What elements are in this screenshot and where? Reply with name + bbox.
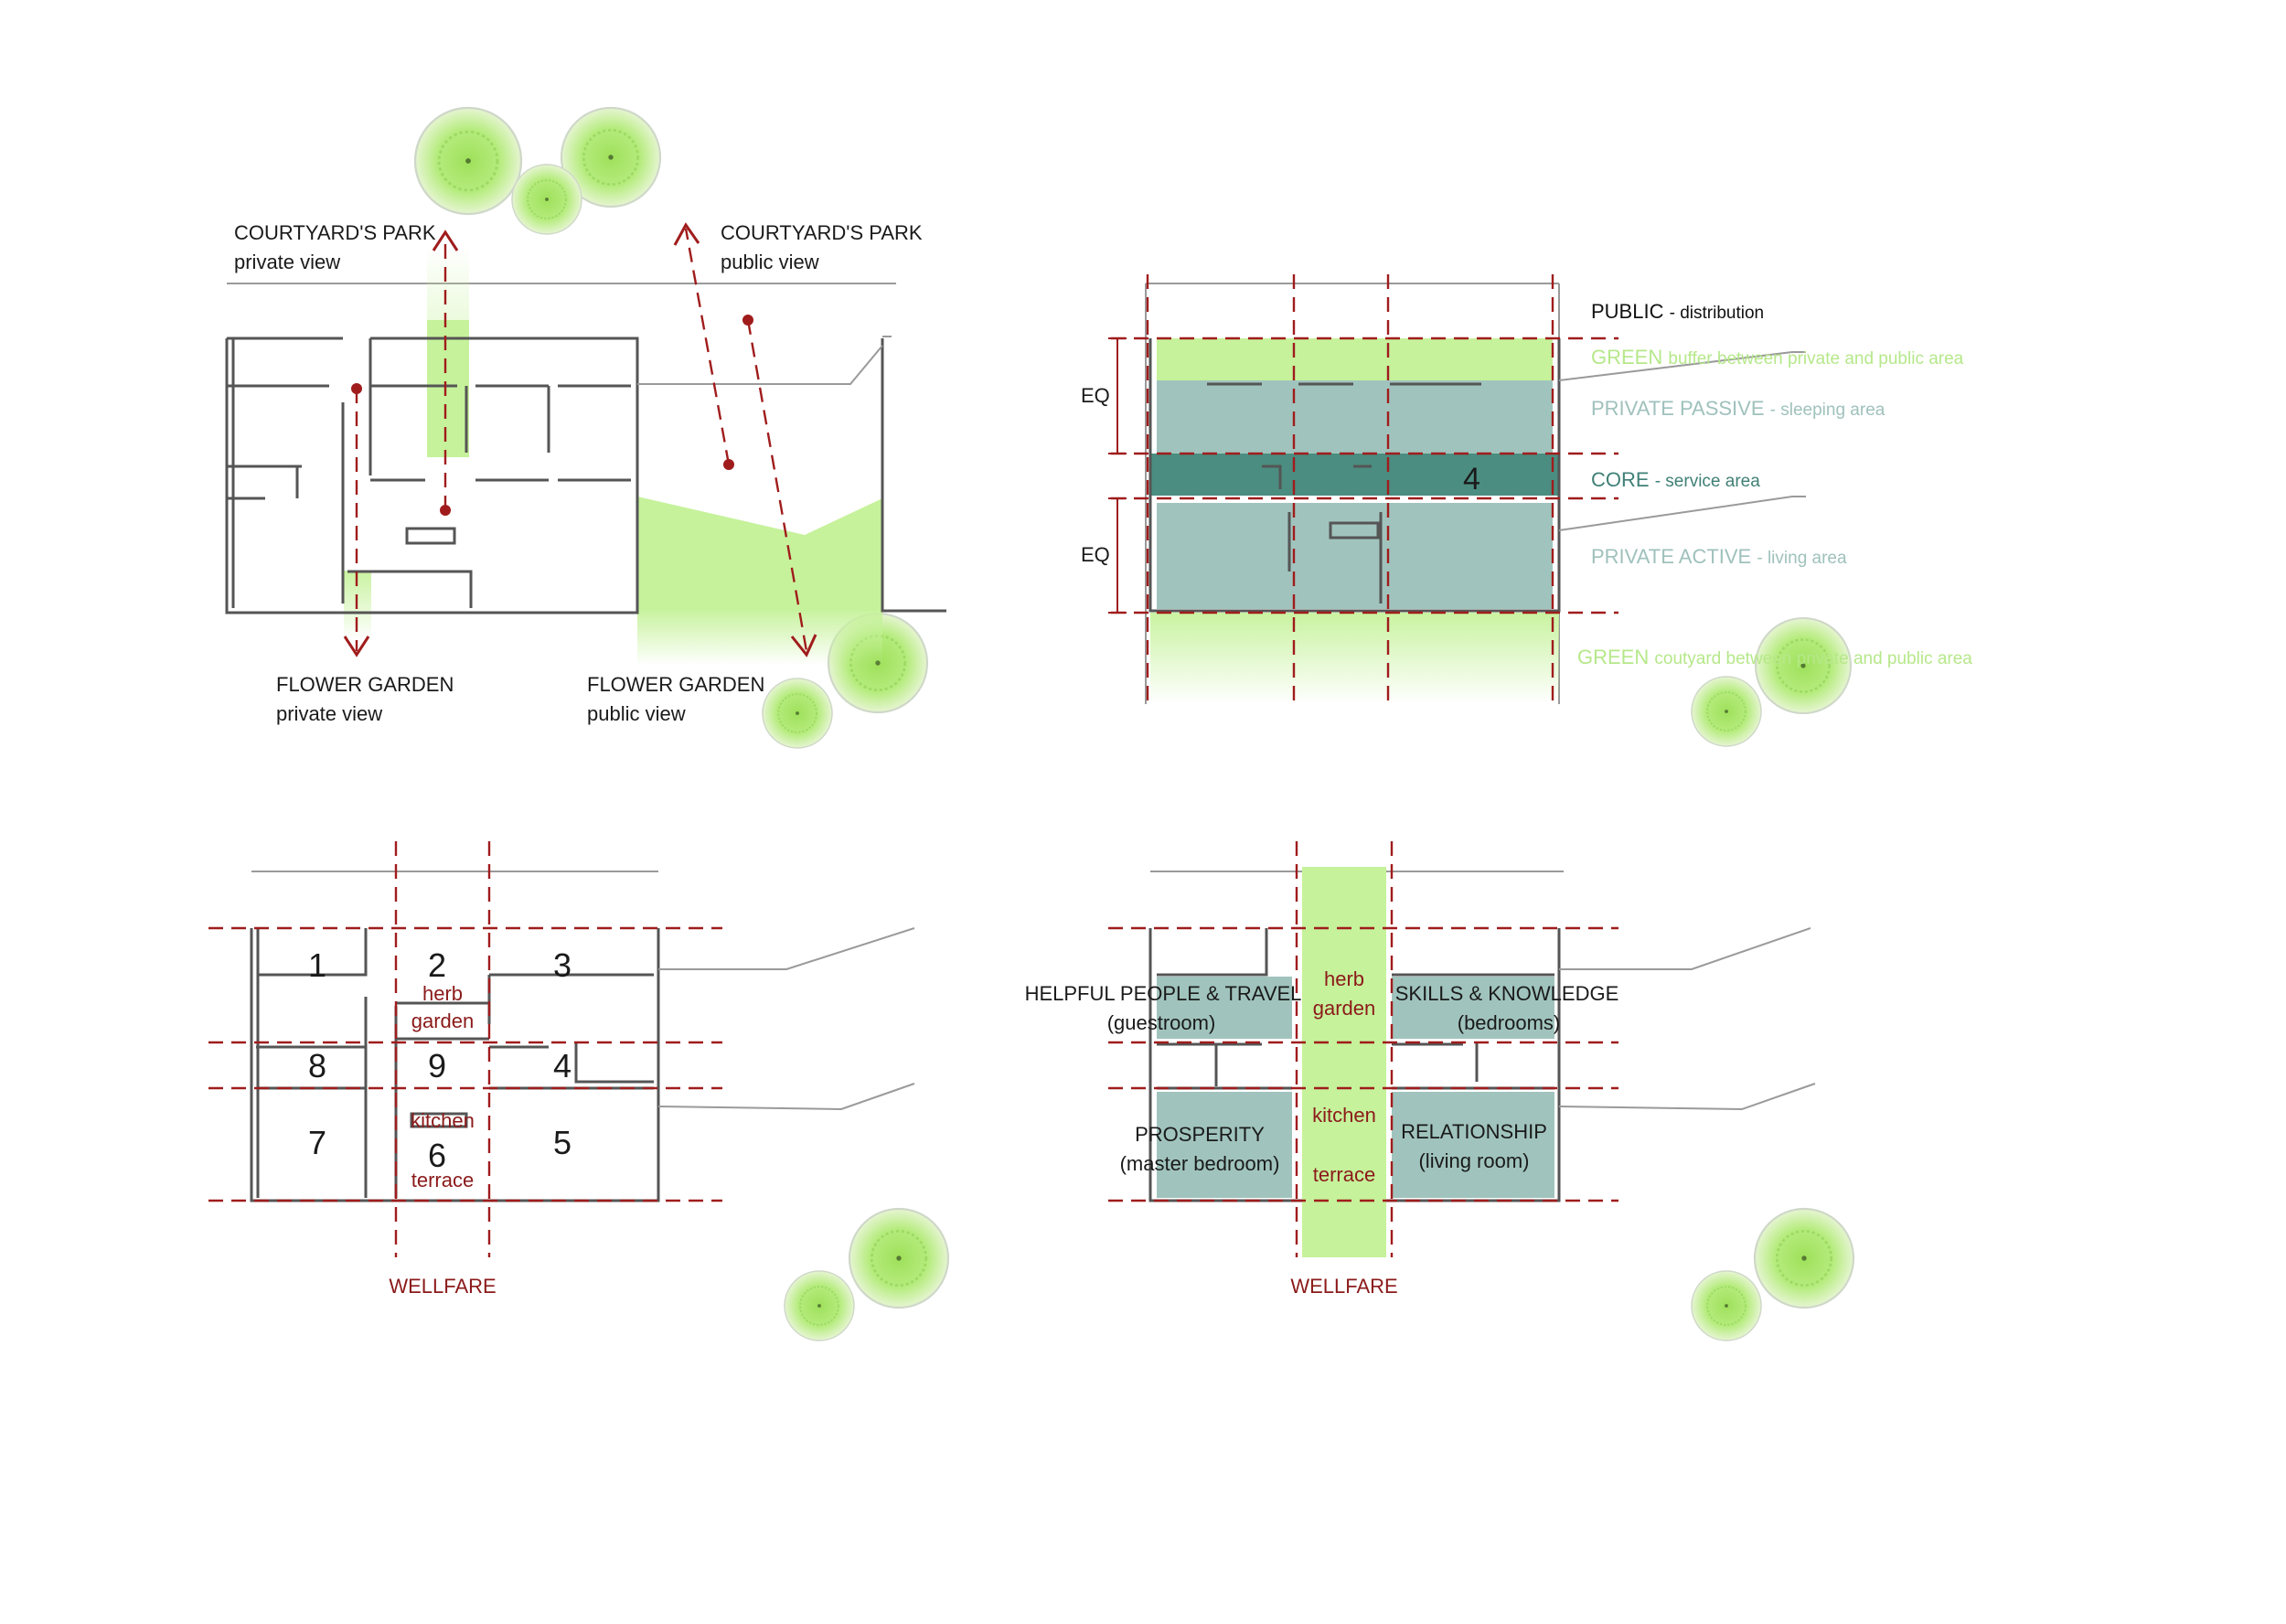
floor-plan (1148, 338, 1806, 613)
eq-dimension-bottom (1108, 497, 1127, 614)
tree-icon (849, 1209, 948, 1308)
zone-label-private-active: PRIVATE ACTIVE - living area (1591, 545, 1847, 568)
zone-green-buffer (1157, 338, 1553, 380)
relationship-title: RELATIONSHIP (1401, 1120, 1547, 1143)
view-point-icon (351, 383, 362, 394)
view-point-icon (723, 459, 734, 470)
courtyard-public-sub: public view (721, 251, 819, 273)
terrace-label: terrace (1313, 1163, 1375, 1186)
tree-icon (763, 678, 832, 748)
herb-label: herb (422, 982, 463, 1005)
flower-garden-fade (637, 611, 882, 666)
garden-label: garden (1313, 997, 1376, 1020)
zone-label-green-buffer: GREEN buffer between private and public … (1591, 346, 1964, 369)
flower-public-sub: public view (587, 702, 686, 725)
zone-label-private-passive: PRIVATE PASSIVE - sleeping area (1591, 397, 1885, 420)
flower-garden-area (637, 497, 882, 611)
room-living-room (1392, 1092, 1554, 1198)
area-number: 5 (553, 1124, 572, 1161)
relationship-sub: (living room) (1418, 1149, 1529, 1172)
zone-green-courtyard (1150, 613, 1559, 704)
panel-bagua-rooms: herb garden kitchen terrace WELLFARE HEL… (1025, 841, 1853, 1341)
area-number: 8 (308, 1047, 326, 1084)
area-number: 6 (428, 1137, 446, 1174)
view-point-icon (742, 315, 753, 326)
prosperity-sub: (master bedroom) (1120, 1152, 1280, 1175)
view-point-icon (440, 505, 451, 516)
room-bedrooms (1392, 977, 1554, 1039)
courtyard-private-title: COURTYARD'S PARK (234, 221, 436, 244)
flower-private-sub: private view (276, 702, 382, 725)
area-number: 9 (428, 1047, 446, 1084)
zone-label-public: PUBLIC - distribution (1591, 300, 1764, 323)
wellfare-label: WELLFARE (389, 1275, 496, 1298)
herb-label: herb (1324, 967, 1364, 990)
flower-private-title: FLOWER GARDEN (276, 673, 454, 696)
prosperity-title: PROSPERITY (1135, 1123, 1265, 1146)
grid-lines (208, 841, 722, 1257)
wellfare-strip (1302, 867, 1386, 1257)
room-guestroom (1157, 977, 1292, 1039)
panel-zoning: EQ EQ 4 PUBLIC - distribution GREEN buff… (1081, 274, 1972, 746)
core-number: 4 (1463, 462, 1480, 497)
zone-core (1150, 454, 1559, 496)
area-number: 7 (308, 1124, 326, 1161)
panel-bagua-grid: 1 2 3 4 5 6 7 8 9 herb garden kitchen te… (208, 841, 948, 1341)
tree-icon (1692, 1271, 1761, 1341)
tree-icon (415, 108, 521, 214)
area-number: 1 (308, 946, 326, 984)
courtyard-view-corridor-solid (427, 320, 469, 457)
zone-private-passive (1157, 380, 1553, 454)
arrow-head-icon (673, 222, 700, 246)
courtyard-private-sub: private view (234, 251, 340, 273)
floor-plan (225, 336, 946, 614)
eq-label-top: EQ (1081, 384, 1110, 407)
wellfare-label: WELLFARE (1290, 1275, 1397, 1298)
arrow-head-icon (790, 634, 817, 657)
courtyard-public-title: COURTYARD'S PARK (721, 221, 923, 244)
tree-icon (1755, 1209, 1853, 1308)
kitchen-label: kitchen (1312, 1104, 1376, 1127)
terrace-label: terrace (411, 1169, 474, 1191)
skills-sub: (bedrooms) (1458, 1011, 1560, 1034)
helpful-title: HELPFUL PEOPLE & TRAVEL (1025, 982, 1302, 1005)
grid-lines (1111, 274, 1618, 709)
area-number: 2 (428, 946, 446, 984)
area-number: 3 (553, 946, 572, 984)
zone-private-active (1157, 503, 1553, 609)
arrow-head-icon (343, 636, 370, 657)
tree-icon (785, 1271, 854, 1341)
area-number: 4 (553, 1047, 572, 1084)
view-arrow (684, 228, 731, 465)
eq-dimension-top (1108, 337, 1127, 454)
room-master-bedroom (1157, 1092, 1292, 1198)
flower-public-title: FLOWER GARDEN (587, 673, 764, 696)
eq-label-bottom: EQ (1081, 543, 1110, 566)
tree-icon (1692, 677, 1761, 746)
bagua-numbers: 1 2 3 4 5 6 7 8 9 (308, 946, 572, 1174)
floor-plan (250, 927, 915, 1202)
view-arrow (746, 319, 808, 652)
panel-views: COURTYARD'S PARK private view COURTYARD'… (225, 108, 946, 748)
tree-icon (512, 165, 582, 234)
garden-label: garden (411, 1010, 475, 1032)
zone-label-core: CORE - service area (1591, 468, 1760, 491)
arrow-head-icon (432, 230, 459, 251)
grid-lines (1108, 841, 1618, 1257)
helpful-sub: (guestroom) (1107, 1011, 1216, 1034)
skills-title: SKILLS & KNOWLEDGE (1395, 982, 1619, 1005)
kitchen-label: kitchen (411, 1109, 475, 1132)
zone-label-green-courtyard: GREEN coutyard between private and publi… (1577, 646, 1972, 668)
